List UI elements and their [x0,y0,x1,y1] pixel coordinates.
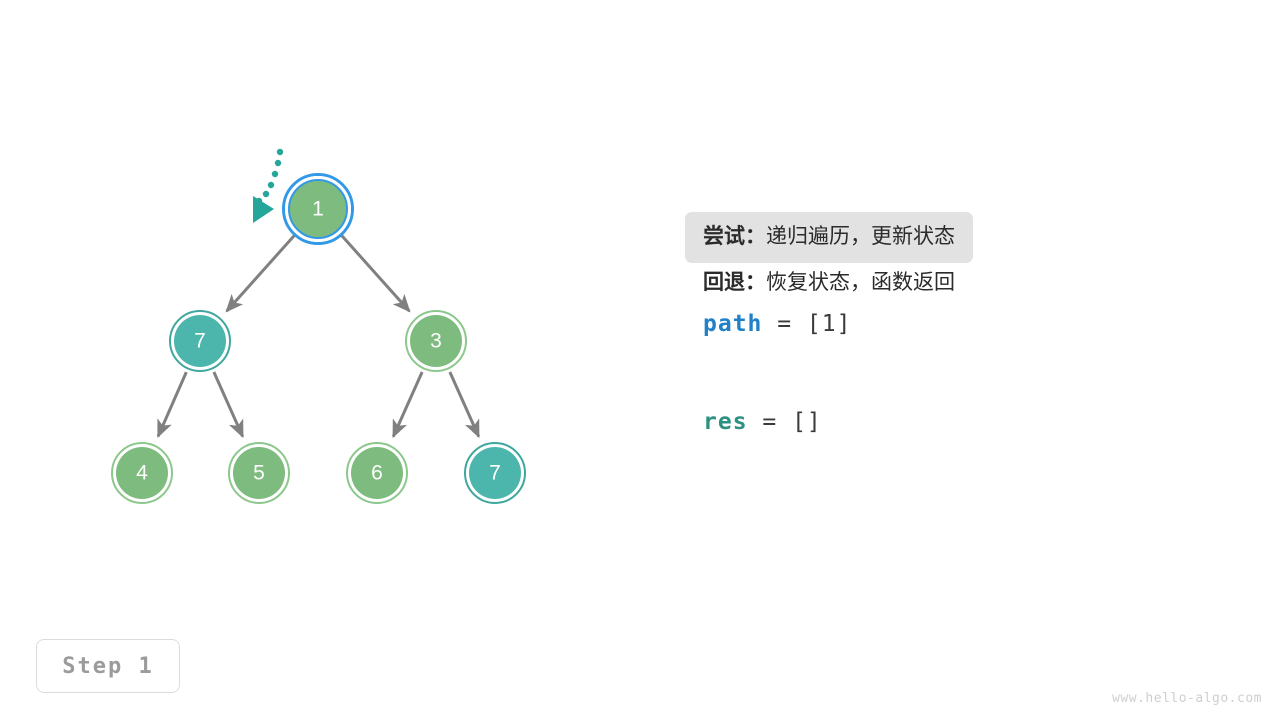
tree-node-7: 7 [169,310,231,372]
res-variable-name: res [703,409,748,435]
try-description: 递归遍历，更新状态 [766,225,955,248]
tree-node-label: 4 [136,462,148,485]
tree-edge [212,371,245,439]
tree-edge [225,233,297,313]
res-variable-value: = [] [747,409,822,435]
pointer-trail-dot [274,159,282,167]
tree-node-3: 3 [405,310,467,372]
tree-node-label: 3 [430,330,442,353]
pointer-trail-dot [276,148,284,156]
tree-node-label: 1 [312,198,324,221]
tree-node-1: 1 [282,173,354,245]
tree-node-5: 5 [228,442,290,504]
tree-edge [391,371,424,439]
try-row: 尝试：递归遍历，更新状态 [685,212,1205,263]
tree-edge-layer [156,233,481,439]
tree-node-label: 7 [194,330,206,353]
backtrack-row: 回退：恢复状态，函数返回 [685,263,1205,297]
current-node-pointer [253,148,284,223]
path-variable-name: path [703,311,763,337]
path-variable-value: = [1] [762,311,852,337]
try-label: 尝试： [703,225,766,248]
pointer-trail-dot [255,197,263,205]
tree-node-label: 6 [371,462,383,485]
tree-node-label: 7 [489,462,501,485]
tree-edge [448,371,481,439]
pointer-trail-dot [262,190,270,198]
tree-edge [339,233,411,313]
path-state-row: path = [1] [685,311,1205,337]
backtrack-label: 回退： [703,271,766,294]
try-highlight-box: 尝试：递归遍历，更新状态 [685,212,973,263]
pointer-trail-dot [271,170,279,178]
tree-node-7: 7 [464,442,526,504]
tree-node-label: 5 [253,462,265,485]
backtrack-description: 恢复状态，函数返回 [766,271,955,294]
tree-node-6: 6 [346,442,408,504]
tree-node-4: 4 [111,442,173,504]
site-watermark: www.hello-algo.com [1112,691,1262,706]
state-panel: 尝试：递归遍历，更新状态 回退：恢复状态，函数返回 path = [1] res… [685,212,1205,435]
pointer-arrow-icon [253,196,274,223]
tree-edge [156,371,188,439]
tree-node-layer: 1 7 3 4 5 6 7 [111,173,526,504]
step-badge: Step 1 [36,639,180,693]
pointer-trail-dot [267,181,275,189]
panel-spacer [685,337,1205,409]
res-state-row: res = [] [685,409,1205,435]
